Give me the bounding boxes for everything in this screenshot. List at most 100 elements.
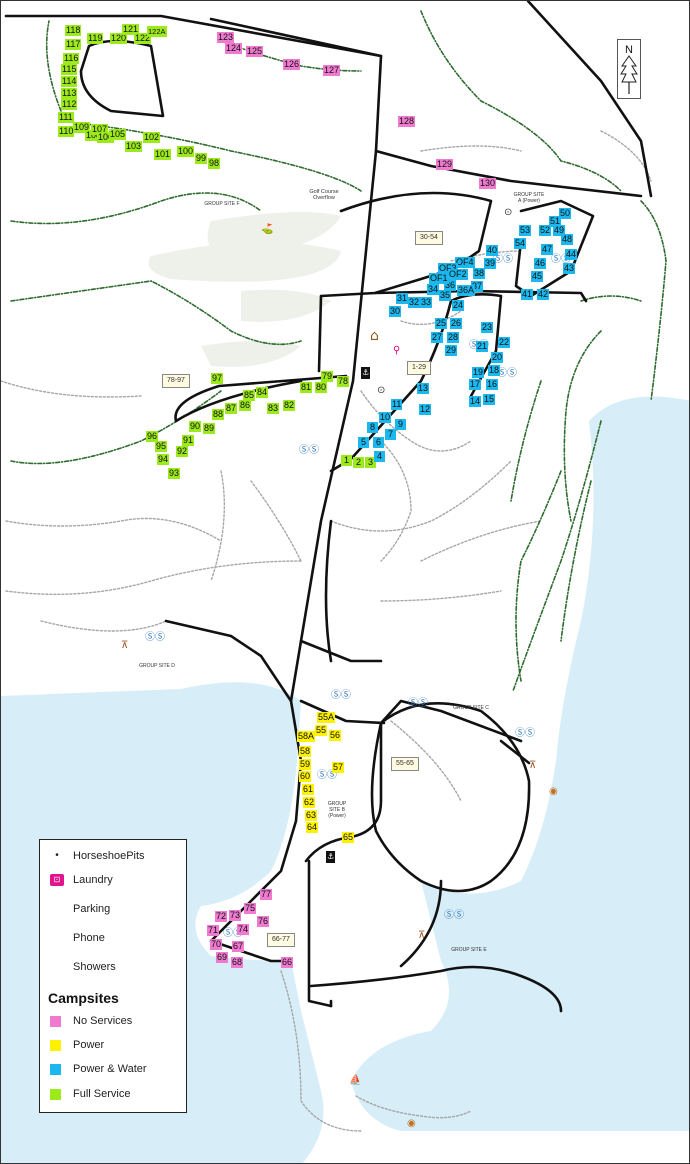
campsite-5: 5 xyxy=(358,437,369,448)
campsite-113: 113 xyxy=(61,88,78,99)
showers-icon: ⓈⓈ xyxy=(408,698,428,709)
campsite-108: 108 xyxy=(85,130,103,141)
campsite-82: 82 xyxy=(283,400,296,411)
campsite-70: 70 xyxy=(210,939,223,950)
campsite-66: 66 xyxy=(281,957,294,968)
campsite-123: 123 xyxy=(217,32,235,43)
boat-launch-icon: ⚓ xyxy=(361,367,371,379)
legend-item-laundry: ⊡Laundry xyxy=(50,874,113,887)
road xyxy=(449,293,503,398)
path xyxy=(5,517,222,542)
campsite-119: 119 xyxy=(87,33,104,44)
road xyxy=(299,699,386,725)
campsite-2: 2 xyxy=(353,457,364,468)
building-icon: ⌂ xyxy=(370,328,379,344)
showers-icon: ⓈⓈ xyxy=(444,910,464,921)
campsite-117: 117 xyxy=(65,39,82,50)
campsite-71: 71 xyxy=(207,925,220,936)
campsite-48: 48 xyxy=(561,234,574,245)
showers-icon: ⓈⓈ xyxy=(299,445,319,456)
legend-item-horseshoepits: •HorseshoePits xyxy=(50,850,144,862)
showers-icon xyxy=(50,961,64,973)
campsite-81: 81 xyxy=(300,382,313,393)
campsite-32: 32 xyxy=(408,297,421,308)
campsite-47: 47 xyxy=(541,244,554,255)
campsite-121: 121 xyxy=(122,24,140,35)
road xyxy=(329,299,453,473)
swim-icon: ◉ xyxy=(407,1118,416,1129)
campsite-56: 56 xyxy=(329,730,342,741)
campsite-103: 103 xyxy=(125,141,143,152)
campsite-129: 129 xyxy=(436,159,454,170)
campsite-97: 97 xyxy=(211,373,224,384)
campsite-91: 91 xyxy=(182,435,195,446)
campsite-61: 61 xyxy=(302,784,315,795)
campsite-7: 7 xyxy=(385,429,396,440)
road xyxy=(309,965,563,1013)
campsite-54: 54 xyxy=(514,238,527,249)
campsite-35: 35 xyxy=(439,290,452,301)
campsite-112: 112 xyxy=(61,99,78,110)
road xyxy=(379,699,523,743)
campsite-39: 39 xyxy=(484,258,497,269)
campsite-64: 64 xyxy=(306,822,319,833)
campsite-76: 76 xyxy=(257,916,270,927)
boat-launch-icon: ⚓ xyxy=(326,851,336,863)
campsite-67: 67 xyxy=(232,941,245,952)
road xyxy=(79,39,165,118)
path xyxy=(330,460,512,532)
campsite-25: 25 xyxy=(435,318,448,329)
gray-paths xyxy=(1,130,652,1132)
campsite-3: 3 xyxy=(365,457,376,468)
horseshoe-pit-icon: ⊙ xyxy=(504,207,513,218)
campsite-53: 53 xyxy=(519,225,532,236)
campsite-of1: OF1 xyxy=(429,273,449,284)
showers-icon: ⓈⓈ xyxy=(493,254,513,265)
range-box-55-65: 55-65 xyxy=(391,757,419,771)
campsite-26: 26 xyxy=(450,318,463,329)
campsite-55: 55 xyxy=(315,725,328,736)
legend-label: Parking xyxy=(73,903,111,915)
campsite-23: 23 xyxy=(481,322,494,333)
full-service-swatch xyxy=(50,1088,61,1100)
campsite-34: 34 xyxy=(427,284,440,295)
campsite-36: 36 xyxy=(444,280,457,291)
range-box-1-29: 1-29 xyxy=(407,361,432,375)
road xyxy=(319,191,493,298)
legend-label: No Services xyxy=(73,1015,133,1027)
campsite-28: 28 xyxy=(447,332,460,343)
campsite-96: 96 xyxy=(146,431,159,442)
trail xyxy=(60,120,362,192)
campsite-107: 107 xyxy=(91,124,109,135)
campsite-116: 116 xyxy=(63,53,80,64)
legend-label: Power xyxy=(73,1039,105,1051)
campsite-115: 115 xyxy=(61,64,78,75)
path xyxy=(380,440,412,562)
trail xyxy=(512,420,602,692)
road xyxy=(374,149,643,198)
campsite-106: 106 xyxy=(97,132,115,143)
campsite-84: 84 xyxy=(256,387,269,398)
campsite-65: 65 xyxy=(342,832,355,843)
campsite-21: 21 xyxy=(476,341,489,352)
campsite-94: 94 xyxy=(157,454,170,465)
campsite-of2: OF2 xyxy=(448,269,468,280)
campsite-44: 44 xyxy=(565,249,578,260)
no-services-swatch xyxy=(50,1015,61,1027)
campsite-99: 99 xyxy=(195,153,208,164)
campsite-57: 57 xyxy=(332,762,345,773)
path xyxy=(210,470,226,582)
campsite-79: 79 xyxy=(321,371,334,382)
campsite-83: 83 xyxy=(267,403,280,414)
showers-icon: ⓈⓈ xyxy=(331,690,351,701)
road xyxy=(317,294,323,373)
campsite-63: 63 xyxy=(305,810,318,821)
dot-icon: • xyxy=(55,850,59,862)
golf-fairway xyxy=(148,242,341,282)
campsite-77: 77 xyxy=(260,889,273,900)
legend-item-full-service: Full Service xyxy=(50,1088,130,1100)
campsite-18: 18 xyxy=(488,365,501,376)
campsite-89: 89 xyxy=(203,423,216,434)
showers-icon: ⓈⓈ xyxy=(223,928,243,939)
